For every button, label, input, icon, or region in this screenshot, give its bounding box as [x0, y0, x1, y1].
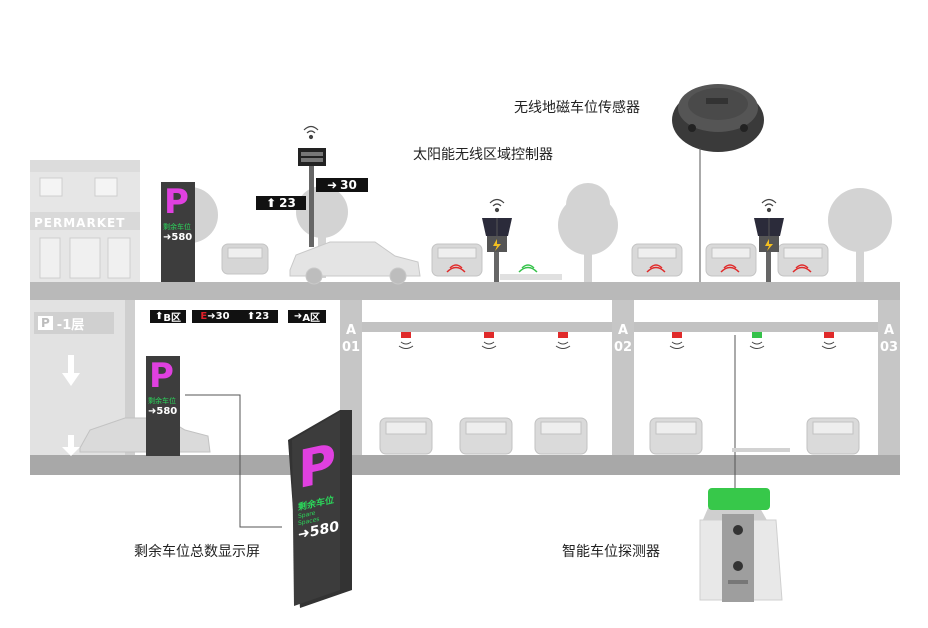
sensor-icon	[672, 84, 764, 152]
car-icon	[221, 243, 269, 275]
parking-p-icon: P	[38, 316, 53, 330]
detector-icon	[699, 488, 783, 602]
total-display-panel	[288, 410, 352, 608]
wifi-icon	[761, 198, 777, 213]
down-arrow-icon	[62, 435, 80, 456]
pillar	[612, 300, 634, 455]
floor-sign: P -1层	[34, 312, 114, 334]
car-icon	[289, 241, 421, 285]
tree-icon	[828, 188, 892, 282]
callout-detector: 智能车位探测器	[562, 544, 660, 560]
guide-sign-right: ➜30	[316, 178, 368, 192]
car-icon	[631, 243, 683, 277]
supermarket-building	[30, 160, 140, 285]
detector-icon	[398, 332, 837, 349]
wifi-icon	[489, 198, 505, 213]
street-deck	[30, 282, 900, 300]
indoor-sign-30: E➜30	[192, 310, 238, 323]
indoor-sign-b: ⬆B区	[150, 310, 186, 324]
tree-icon	[566, 183, 610, 227]
callout-lines	[185, 148, 736, 528]
outdoor-display: P 剩余车位 ➜580	[161, 182, 195, 282]
solar-panel-icon	[482, 218, 512, 282]
indoor-sign-23: ⬆23	[238, 310, 278, 323]
down-arrow-icon	[62, 355, 80, 386]
car-icon	[705, 243, 757, 277]
indoor-sign-a: ➜A区	[288, 310, 326, 324]
basement-floor	[30, 455, 900, 475]
car-icon	[777, 243, 829, 277]
floor-label: -1层	[56, 317, 85, 333]
guide-pole	[309, 165, 314, 247]
guide-sign-left: ⬆23	[256, 196, 306, 210]
solar-panel-icon	[754, 218, 784, 282]
street-sensor-signals	[446, 264, 812, 273]
big-display: P 剩余车位 Spare Spaces ➜580	[298, 433, 339, 544]
callout-sensor: 无线地磁车位传感器	[514, 100, 640, 116]
pillar	[878, 300, 900, 455]
wifi-icon	[303, 125, 319, 140]
callout-total-display: 剩余车位总数显示屏	[134, 544, 260, 560]
indoor-display: P 剩余车位 ➜580	[146, 356, 180, 456]
car-icon	[431, 243, 483, 277]
callout-controller: 太阳能无线区域控制器	[413, 147, 553, 163]
store-sign: PERMARKET	[34, 216, 126, 230]
